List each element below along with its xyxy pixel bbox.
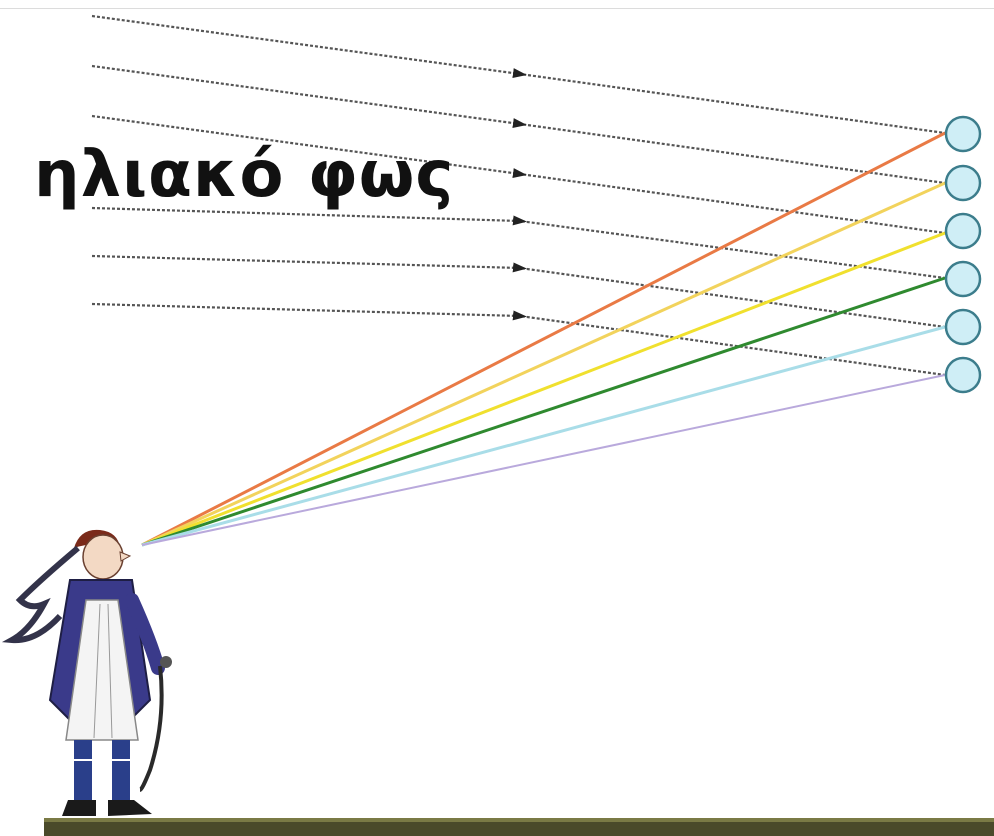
water-droplets [946, 117, 980, 392]
observer-shoe [62, 800, 96, 816]
observer-head [83, 535, 123, 579]
observer-shoe [108, 800, 152, 816]
violet-ray [142, 375, 945, 545]
water-droplet [946, 214, 980, 248]
water-droplet [946, 262, 980, 296]
orange-ray [142, 183, 945, 545]
water-droplet [946, 117, 980, 151]
sunlight-label: ηλιακό φως [34, 140, 454, 210]
observer-figure [12, 530, 172, 816]
sunlight-ray [92, 16, 945, 133]
cyan-ray [142, 327, 945, 545]
observer-leg [112, 740, 130, 800]
water-droplet [946, 166, 980, 200]
green-ray [142, 278, 945, 545]
water-droplet [946, 358, 980, 392]
water-droplet [946, 310, 980, 344]
observer-leg [74, 740, 92, 800]
yellow-ray [142, 233, 945, 545]
sunlight-ray [92, 304, 945, 375]
